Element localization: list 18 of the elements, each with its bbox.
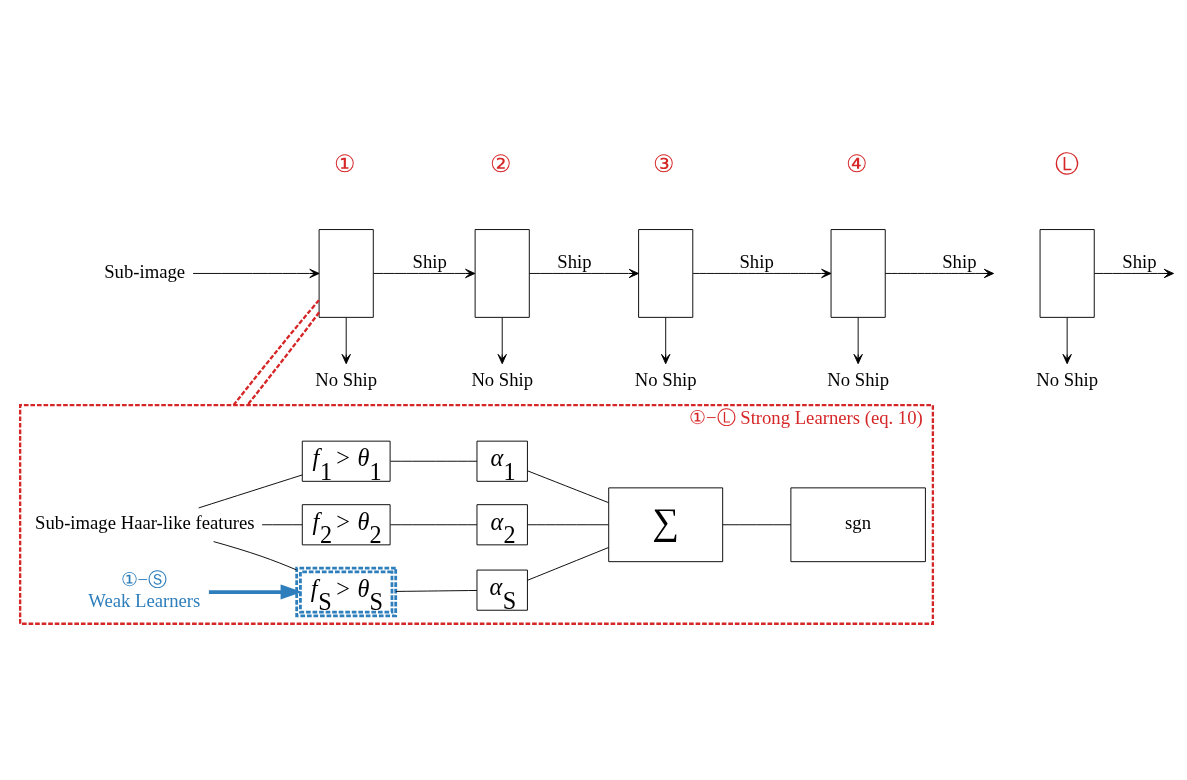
node-text: Sub-image Haar-like features [35,512,255,534]
edge-label: Ship [739,250,774,272]
edge-label: Ship [1122,250,1157,272]
node-text: No Ship [1036,368,1099,390]
node-label: ① [333,149,356,177]
node-label: ③ [653,149,676,177]
node-text: No Ship [827,368,890,390]
edge-label: Ship [942,250,977,272]
edge-label: Ship [557,250,592,272]
node-label: ④ [845,149,868,177]
node-text: No Ship [471,368,534,390]
node-text: No Ship [315,368,378,390]
edge-label: Ship [412,250,447,272]
node-label: Ⓛ [1054,149,1079,177]
node-text: Sub-image [104,261,186,283]
node-label: ② [489,149,512,177]
node-text: No Ship [634,368,697,390]
node-text: ①−Ⓢ Weak Learners [88,569,201,611]
